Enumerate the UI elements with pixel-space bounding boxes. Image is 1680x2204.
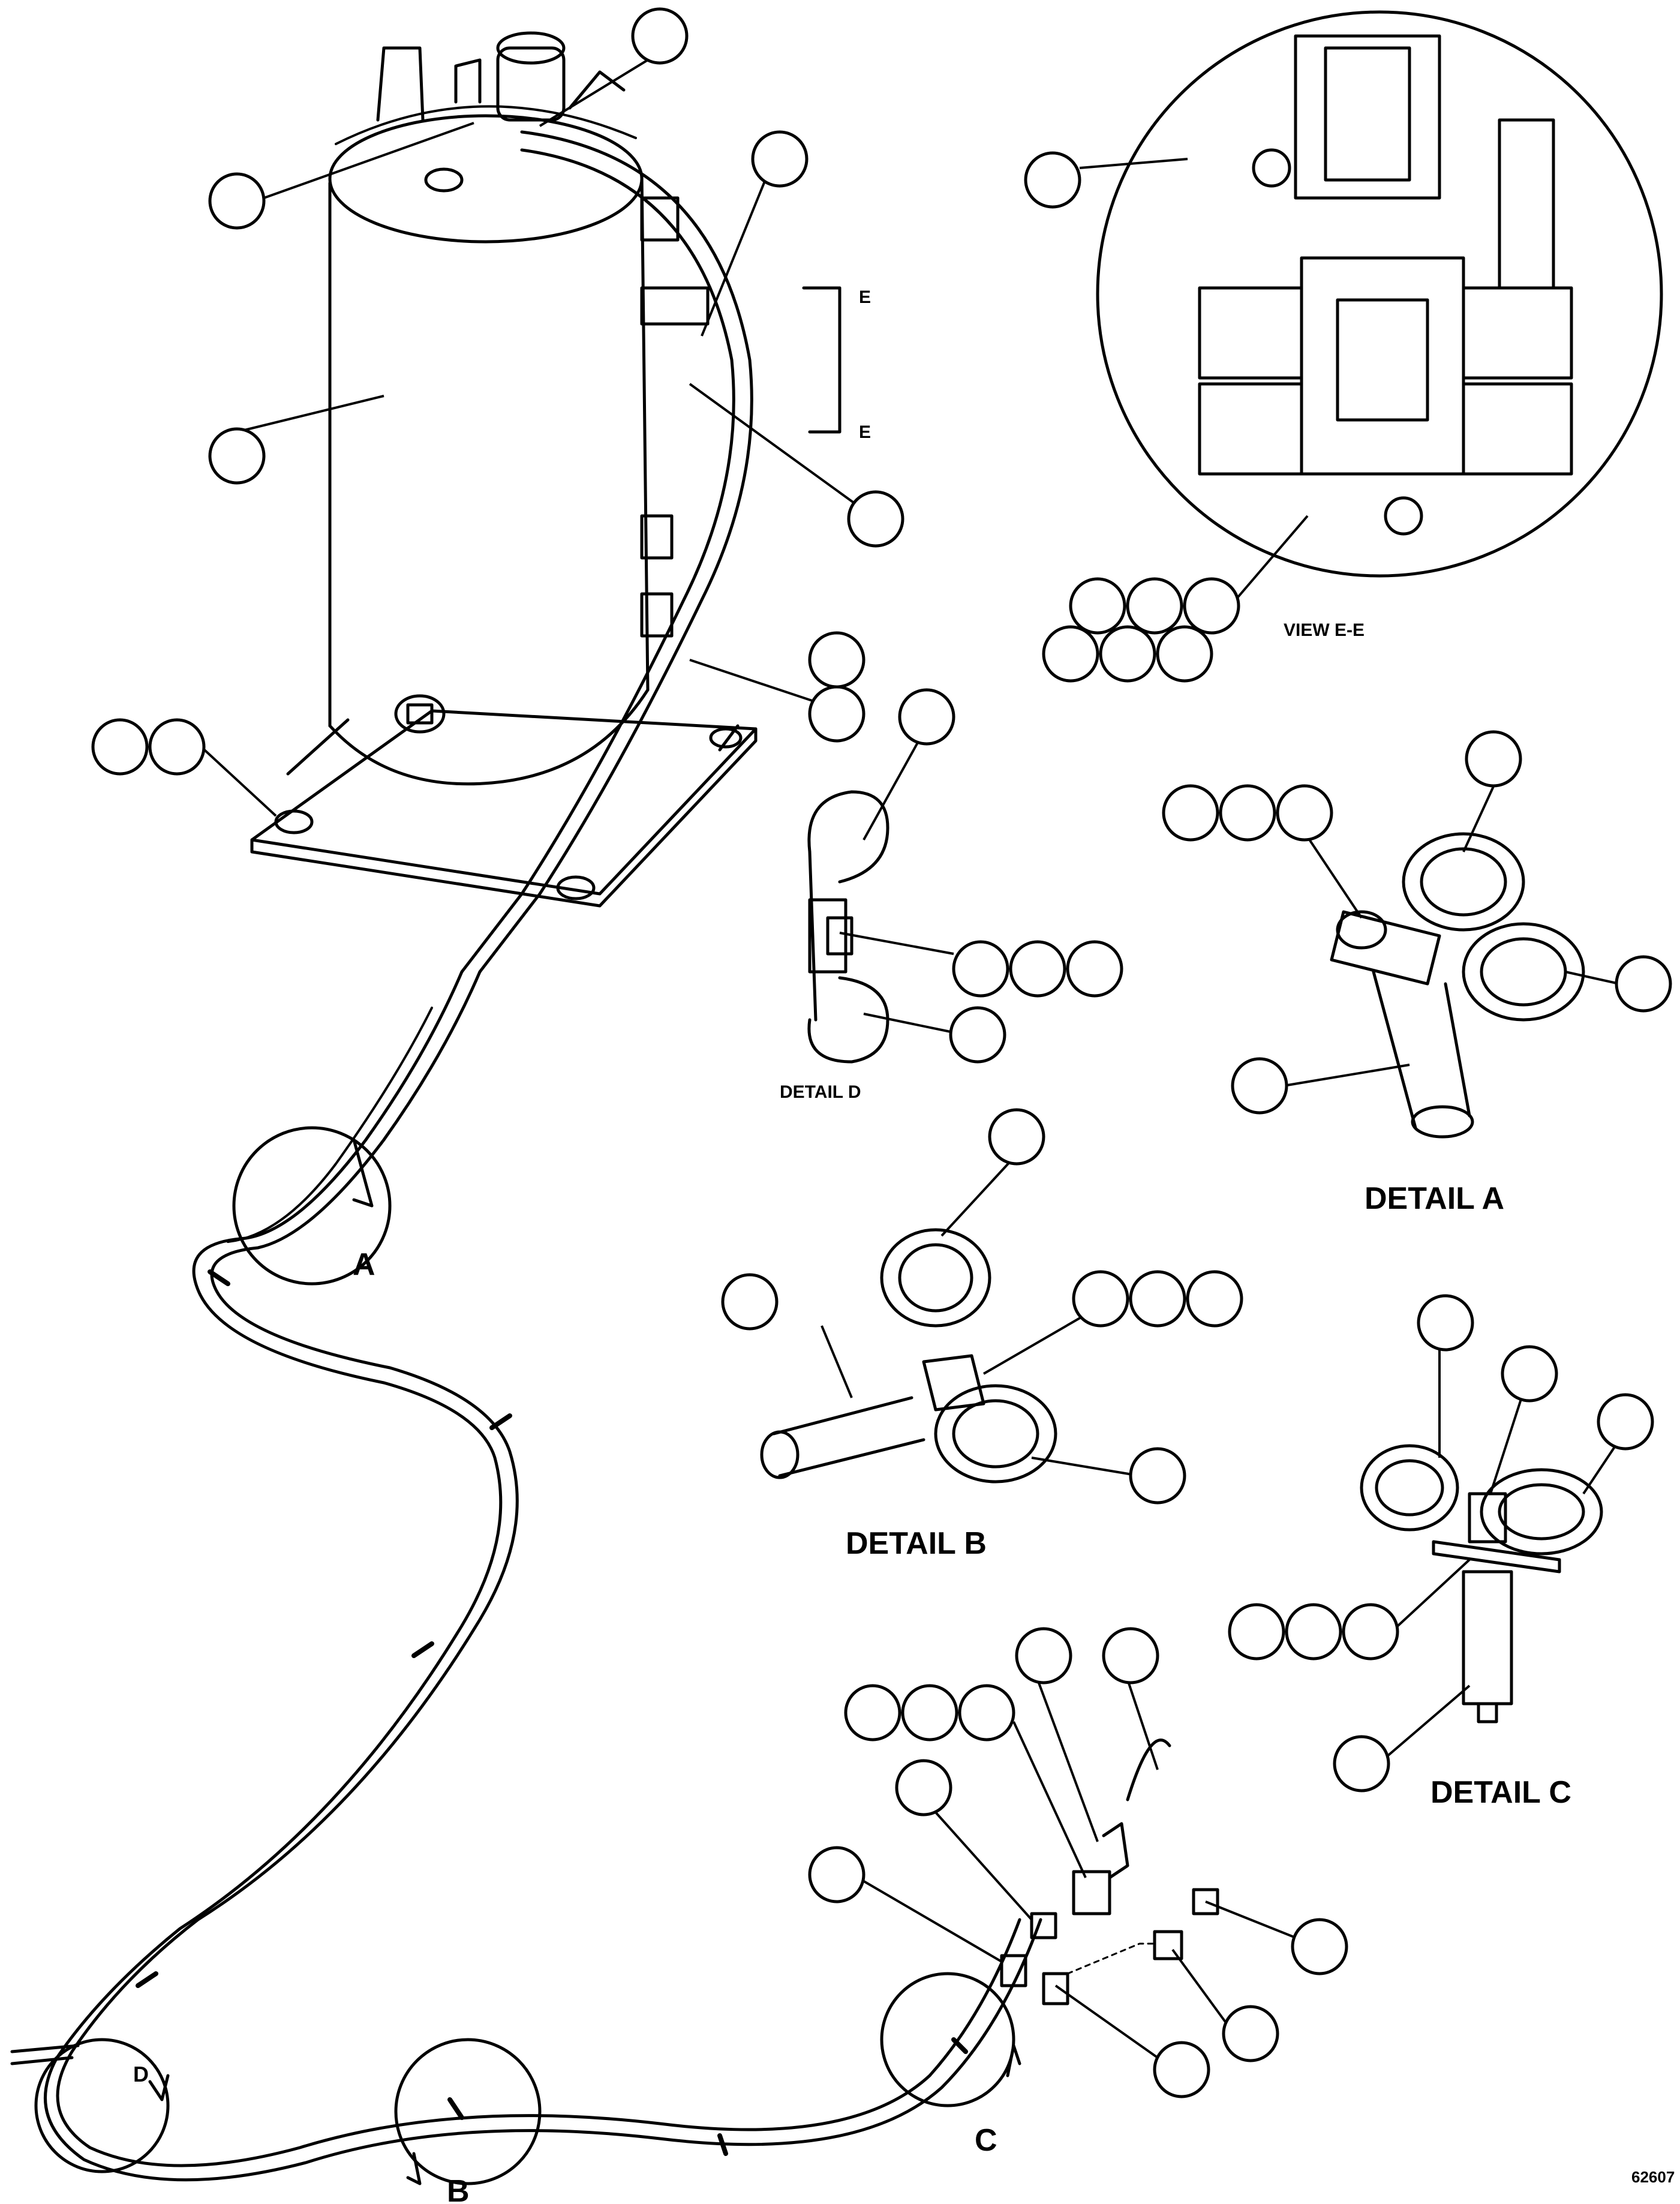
figure-number: 62607	[1631, 2168, 1675, 2186]
detail-c-clamp	[1360, 1444, 1603, 1723]
fittings-assembly	[1000, 1738, 1219, 2005]
section-mark-e-bottom: E	[859, 422, 871, 442]
detail-a-clamp	[1330, 832, 1585, 1139]
detail-marker-circles	[34, 286, 1021, 2185]
section-mark-e-top: E	[859, 287, 871, 307]
detail-b-label: DETAIL B	[846, 1526, 987, 1561]
hose-assembly-routing	[10, 130, 1042, 2182]
callout-balloons	[91, 7, 1672, 2098]
view-ee-label: VIEW E-E	[1284, 620, 1365, 640]
view-ee-inset	[1096, 10, 1663, 578]
detail-c-label: DETAIL C	[1430, 1775, 1571, 1810]
detail-marker-c: C	[975, 2123, 997, 2158]
detail-marker-d: D	[133, 2062, 149, 2086]
detail-d-clamp	[807, 790, 889, 1064]
detail-a-label: DETAIL A	[1365, 1181, 1504, 1216]
reservoir-tank	[250, 31, 758, 908]
detail-d-label: DETAIL D	[780, 1082, 861, 1102]
detail-marker-a: A	[353, 1247, 375, 1282]
detail-b-clamp	[760, 1228, 1057, 1484]
detail-marker-b: B	[447, 2174, 470, 2204]
